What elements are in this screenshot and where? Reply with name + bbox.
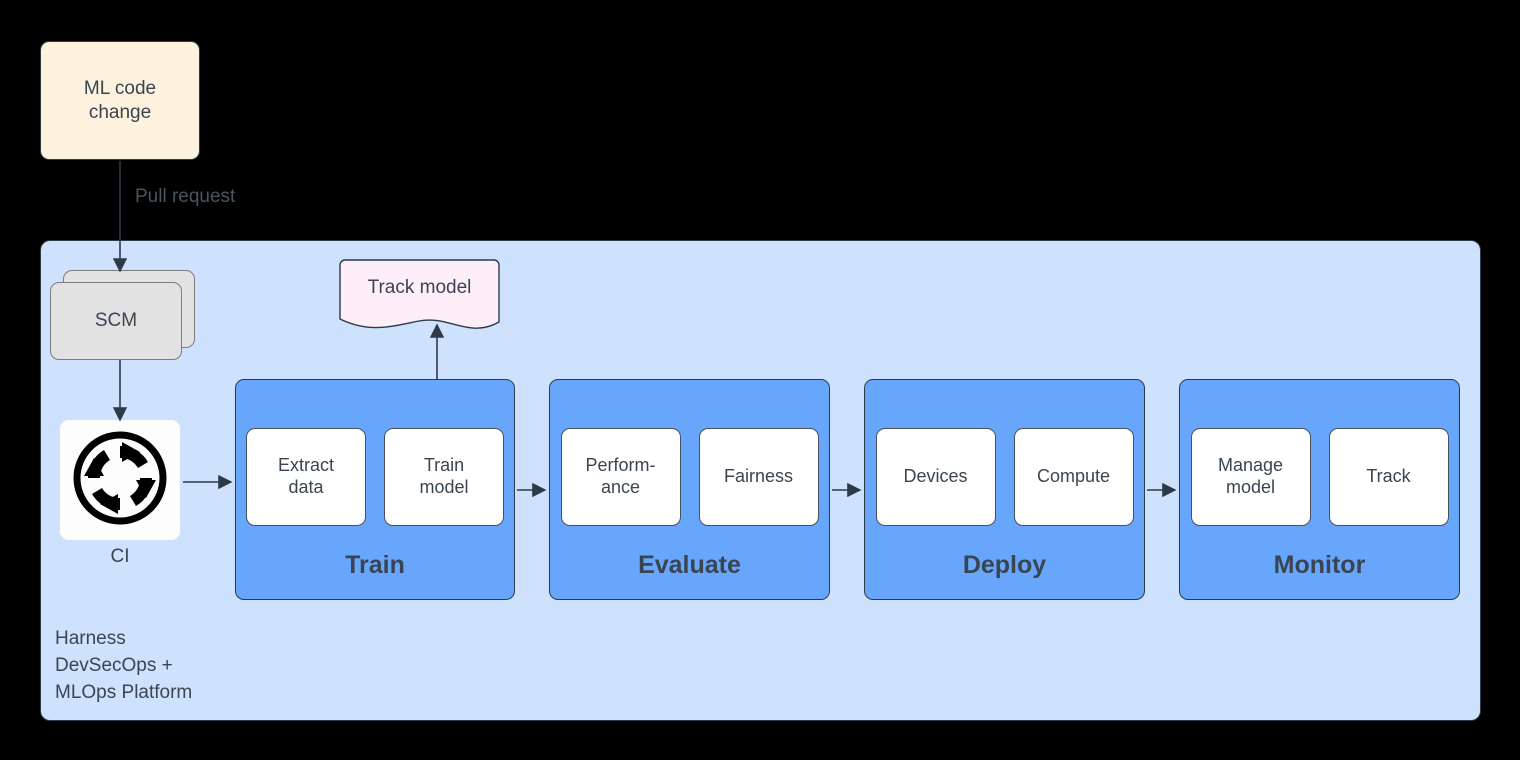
stage-deploy-item-devices[interactable]: Devices <box>875 428 996 526</box>
stage-train-title: Train <box>345 551 405 579</box>
stage-deploy-item-devices-label: Devices <box>903 466 968 487</box>
ci-node[interactable] <box>60 420 180 540</box>
track-model-note[interactable]: Track model <box>339 259 500 335</box>
stage-monitor-item-track[interactable]: Track <box>1328 428 1449 526</box>
stage-evaluate-title: Evaluate <box>638 551 741 579</box>
scm-label: SCM <box>94 310 138 332</box>
platform-caption: Harness DevSecOps + MLOps Platform <box>55 628 193 703</box>
stage-deploy-items: Devices Compute <box>865 428 1144 526</box>
pull-request-edge-label: Pull request <box>135 186 236 207</box>
stage-deploy-title: Deploy <box>962 551 1047 579</box>
stage-monitor-item-manage-model-label: Manage model <box>1217 455 1284 497</box>
stage-evaluate-item-fairness[interactable]: Fairness <box>698 428 819 526</box>
track-model-label: Track model <box>367 277 472 298</box>
stage-evaluate-item-fairness-label: Fairness <box>723 466 794 487</box>
scm-sheet-front: SCM <box>50 282 182 360</box>
stage-monitor-item-track-label: Track <box>1366 466 1411 487</box>
stage-monitor-item-manage-model[interactable]: Manage model <box>1190 428 1311 526</box>
ci-label: CI <box>110 546 130 567</box>
stage-evaluate-items: Perform- ance Fairness <box>550 428 829 526</box>
stage-deploy-item-compute-label: Compute <box>1036 466 1111 487</box>
ml-code-change-label: ML code change <box>83 78 157 123</box>
circular-arrows-icon <box>70 428 170 533</box>
stage-monitor[interactable]: Manage model Track Monitor <box>1179 379 1460 600</box>
stage-monitor-items: Manage model Track <box>1180 428 1459 526</box>
stage-train-item-train-model[interactable]: Train model <box>384 428 504 526</box>
stage-deploy[interactable]: Devices Compute Deploy <box>864 379 1145 600</box>
stage-deploy-item-compute[interactable]: Compute <box>1013 428 1134 526</box>
document-wave-shape <box>339 259 500 329</box>
scm-node[interactable]: SCM <box>50 270 195 360</box>
stage-train-item-train-model-label: Train model <box>419 455 469 497</box>
stage-train-item-extract-data-label: Extract data <box>277 455 334 497</box>
ml-code-change-node[interactable]: ML code change <box>40 41 200 160</box>
stage-evaluate-item-performance[interactable]: Perform- ance <box>560 428 681 526</box>
stage-train[interactable]: Extract data Train model Train <box>235 379 515 600</box>
stage-evaluate[interactable]: Perform- ance Fairness Evaluate <box>549 379 830 600</box>
stage-train-items: Extract data Train model <box>236 428 514 526</box>
stage-monitor-title: Monitor <box>1273 551 1366 579</box>
stage-evaluate-item-performance-label: Perform- ance <box>585 455 656 497</box>
stage-train-item-extract-data[interactable]: Extract data <box>246 428 366 526</box>
